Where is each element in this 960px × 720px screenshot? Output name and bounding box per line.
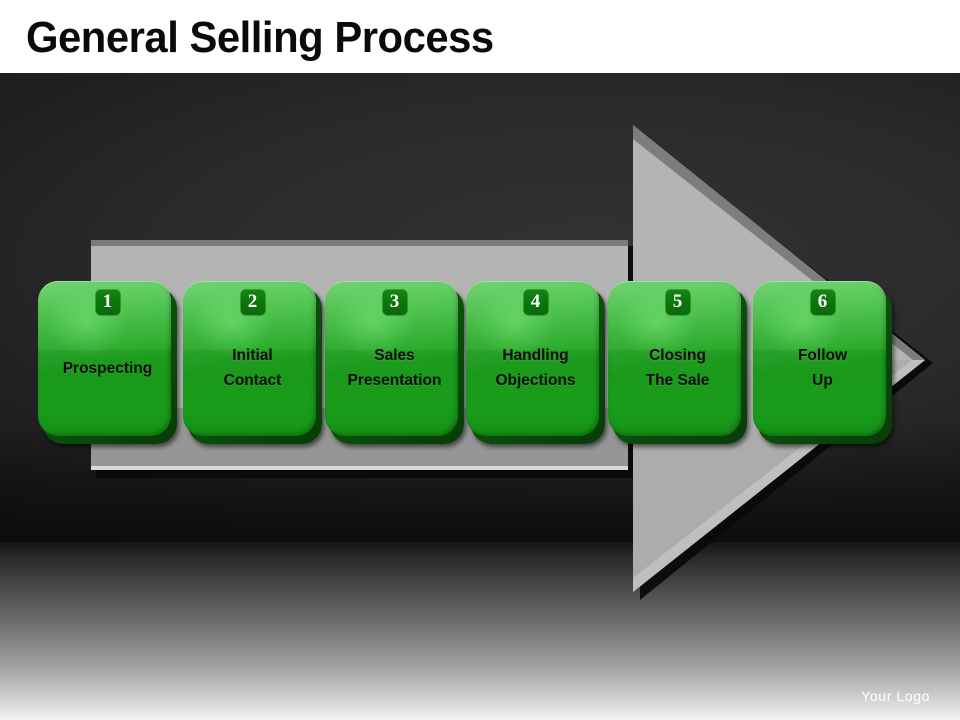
step-label-line: Prospecting	[62, 359, 153, 377]
step-label: Closing The Sale	[612, 333, 743, 403]
process-steps-row: 1 Prospecting 2 Initial Contact 3 Sales …	[38, 281, 922, 449]
step-label-line: Follow	[797, 347, 848, 364]
step-number-badge: 1	[95, 289, 120, 315]
process-step-4[interactable]: 4 Handling Objections	[466, 281, 605, 444]
process-step-1[interactable]: 1 Prospecting	[38, 281, 177, 444]
step-label-line: Contact	[223, 372, 282, 389]
process-step-6[interactable]: 6 Follow Up	[753, 281, 892, 444]
step-label: Sales Presentation	[329, 333, 460, 403]
step-label-line: Objections	[495, 372, 576, 389]
step-number-badge: 2	[240, 289, 265, 315]
process-step-2[interactable]: 2 Initial Contact	[183, 281, 322, 444]
floor-gradient	[0, 542, 960, 720]
step-label-line: Up	[812, 372, 833, 389]
step-label-line: Closing	[649, 347, 706, 364]
logo-placeholder: Your Logo	[861, 688, 930, 704]
process-step-5[interactable]: 5 Closing The Sale	[608, 281, 747, 444]
step-label: Initial Contact	[187, 333, 318, 403]
step-label: Handling Objections	[470, 333, 601, 403]
process-step-3[interactable]: 3 Sales Presentation	[325, 281, 464, 444]
step-label-line: Initial	[232, 347, 273, 364]
step-label-line: Sales	[374, 347, 415, 364]
step-number-badge: 5	[665, 289, 690, 315]
step-label-line: Handling	[502, 347, 569, 364]
step-number-badge: 6	[810, 289, 835, 315]
step-label-line: Presentation	[347, 372, 442, 389]
step-label: Prospecting	[42, 333, 173, 403]
title-band	[0, 0, 960, 73]
step-number-badge: 3	[382, 289, 407, 315]
page-title: General Selling Process	[26, 13, 494, 62]
step-number-badge: 4	[523, 289, 548, 315]
step-label-line: The Sale	[645, 372, 710, 389]
step-label: Follow Up	[757, 333, 888, 403]
